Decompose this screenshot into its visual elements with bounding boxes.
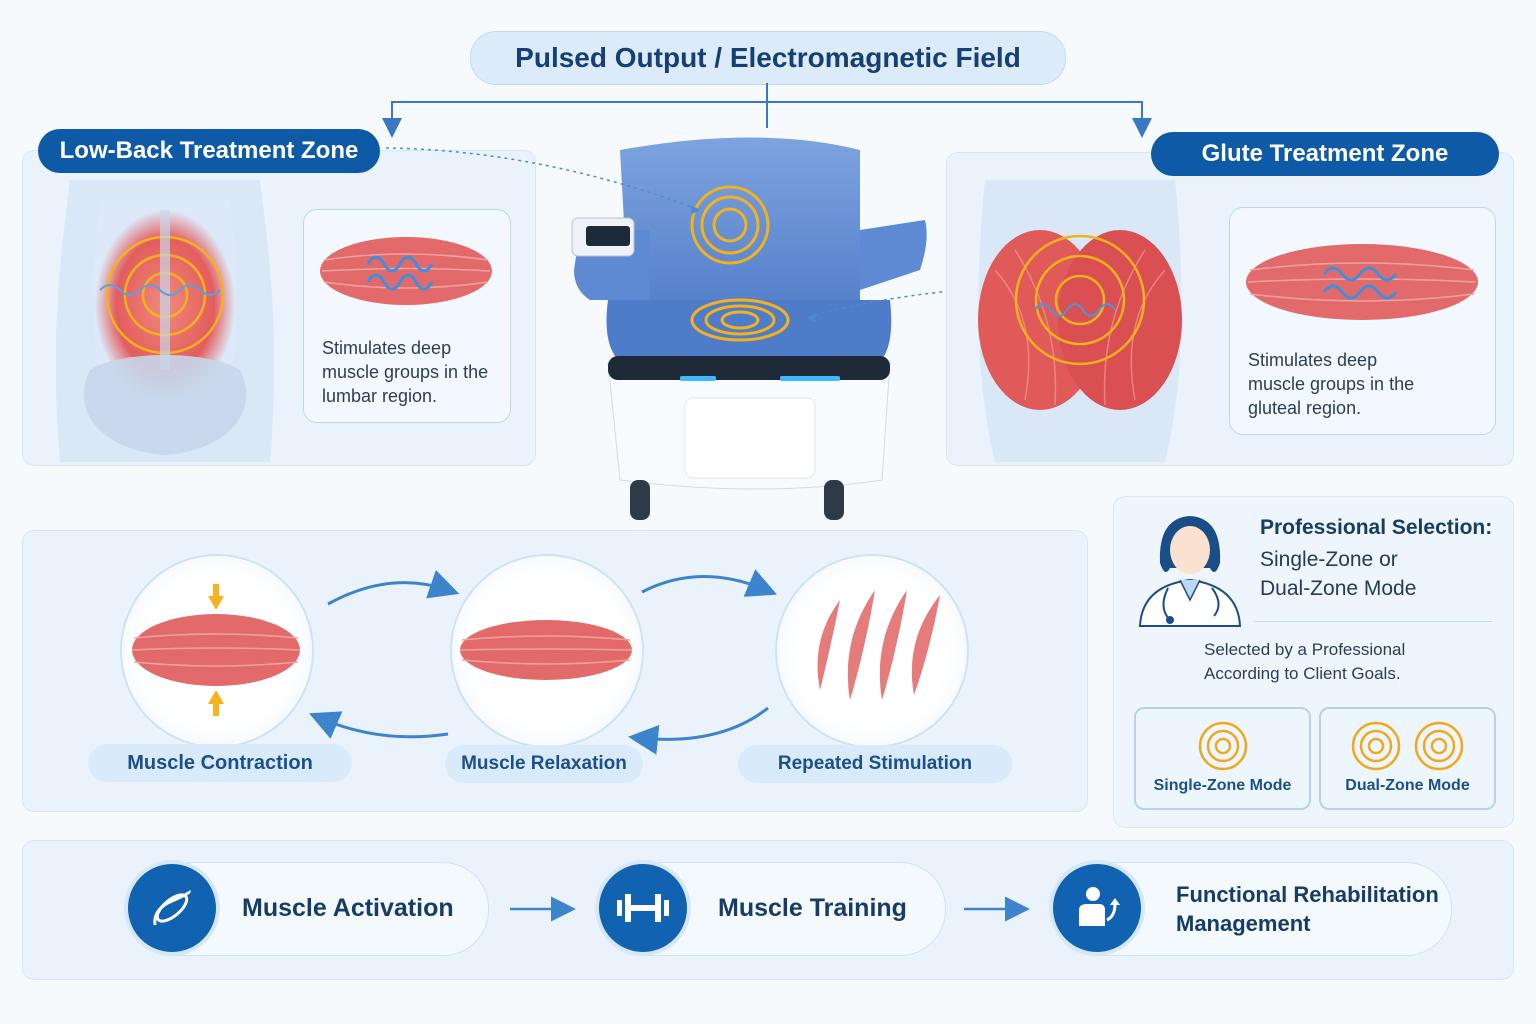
glute-anatomy-illustration bbox=[978, 180, 1182, 462]
relaxed-muscle-illustration bbox=[459, 620, 633, 680]
low-back-description-line-3: lumbar region. bbox=[322, 386, 438, 406]
process-step-training-label: Muscle Training bbox=[718, 894, 907, 922]
glute-description-line-2: muscle groups in the bbox=[1248, 374, 1415, 394]
repeated-fibers-illustration bbox=[817, 590, 940, 700]
cycle-label-contraction: Muscle Contraction bbox=[127, 751, 313, 774]
repeated-stimulation-circle bbox=[775, 554, 969, 748]
cycle-label-relaxation-pill: Muscle Relaxation bbox=[445, 745, 643, 783]
cycle-label-relaxation: Muscle Relaxation bbox=[461, 753, 627, 774]
dual-zone-mode-option[interactable]: Dual-Zone Mode bbox=[1319, 707, 1496, 810]
doctor-icon bbox=[1138, 516, 1242, 627]
selection-note-line-2: According to Client Goals. bbox=[1204, 664, 1401, 683]
low-back-title-pill: Low-Back Treatment Zone bbox=[38, 129, 380, 173]
single-zone-mode-option[interactable]: Single-Zone Mode bbox=[1134, 707, 1311, 810]
zone-pointer-lines bbox=[385, 147, 1041, 322]
low-back-description-line-1: Stimulates deep bbox=[322, 338, 452, 358]
header-connectors bbox=[0, 83, 1152, 200]
selection-title: Professional Selection: bbox=[1260, 516, 1493, 539]
single-zone-coil-icon bbox=[1198, 721, 1248, 771]
activation-icon-disc bbox=[124, 860, 220, 956]
glute-description-line-1: Stimulates deep bbox=[1248, 350, 1378, 370]
cycle-label-contraction-pill: Muscle Contraction bbox=[88, 744, 352, 782]
glute-description-line-3: gluteal region. bbox=[1248, 398, 1362, 418]
lower-back-anatomy-illustration bbox=[55, 180, 275, 462]
process-arrows bbox=[510, 896, 1030, 922]
lumbar-muscle-fiber-illustration bbox=[320, 237, 492, 305]
dual-zone-mode-label: Dual-Zone Mode bbox=[1345, 777, 1470, 794]
single-zone-mode-label: Single-Zone Mode bbox=[1153, 777, 1292, 794]
glute-title-pill: Glute Treatment Zone bbox=[1151, 132, 1499, 176]
low-back-description-line-2: muscle groups in the bbox=[322, 362, 489, 382]
process-step-rehabilitation-label-line-2: Management bbox=[1176, 911, 1311, 936]
dual-zone-coil-icon bbox=[1351, 721, 1464, 771]
selection-divider bbox=[1254, 621, 1492, 622]
muscle-fiber-icon bbox=[153, 889, 191, 926]
cycle-label-repeated: Repeated Stimulation bbox=[777, 753, 973, 774]
training-icon-disc bbox=[595, 860, 691, 956]
cycle-arrows bbox=[308, 569, 778, 755]
selection-subtitle-line-2: Dual-Zone Mode bbox=[1260, 577, 1417, 600]
process-step-activation-label: Muscle Activation bbox=[242, 894, 454, 922]
person-recovery-icon bbox=[1079, 887, 1120, 926]
rehabilitation-icon-disc bbox=[1049, 860, 1145, 956]
header-title-pill: Pulsed Output / Electromagnetic Field bbox=[470, 31, 1066, 85]
contracted-muscle-illustration bbox=[131, 584, 301, 716]
low-back-title: Low-Back Treatment Zone bbox=[59, 137, 359, 164]
treatment-chair-illustration bbox=[571, 137, 927, 520]
header-title: Pulsed Output / Electromagnetic Field bbox=[515, 42, 1021, 73]
cycle-label-repeated-pill: Repeated Stimulation bbox=[738, 745, 1012, 783]
dumbbell-icon bbox=[617, 894, 669, 922]
selection-note-line-1: Selected by a Professional bbox=[1204, 640, 1406, 659]
gluteal-muscle-fiber-illustration bbox=[1246, 244, 1478, 320]
selection-subtitle-line-1: Single-Zone or bbox=[1260, 548, 1398, 571]
glute-title: Glute Treatment Zone bbox=[1201, 140, 1449, 167]
process-step-rehabilitation-label-line-1: Functional Rehabilitation bbox=[1176, 882, 1439, 907]
